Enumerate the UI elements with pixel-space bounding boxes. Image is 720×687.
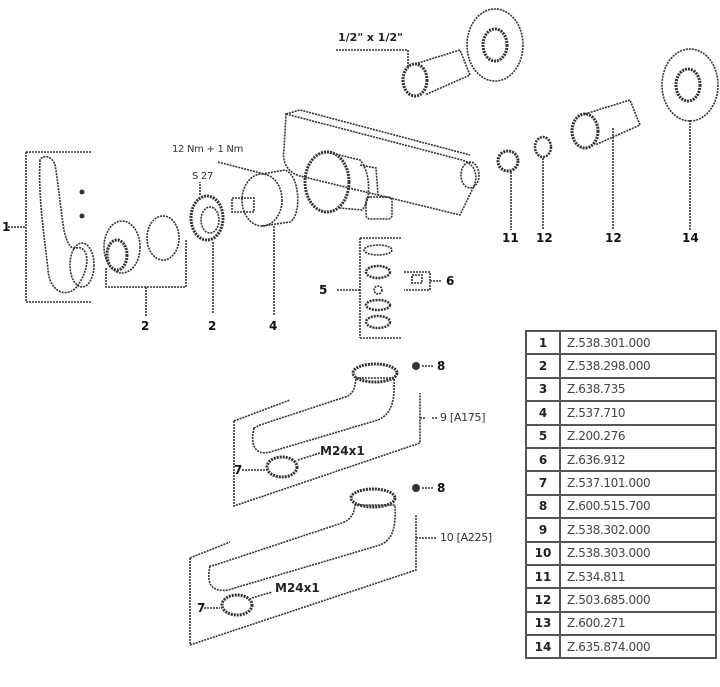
part-position: 13 bbox=[525, 610, 561, 637]
part-position: 6 bbox=[525, 446, 561, 473]
part-code: Z.636.912 bbox=[559, 446, 717, 473]
part-position: 3 bbox=[525, 376, 561, 403]
part-position: 1 bbox=[525, 329, 561, 356]
part-code: Z.600.271 bbox=[559, 610, 717, 637]
part-position: 4 bbox=[525, 400, 561, 426]
part-position: 10 bbox=[525, 540, 561, 566]
right-parts-group bbox=[496, 48, 719, 230]
part-code: Z.538.303.000 bbox=[559, 540, 717, 566]
part-position: 12 bbox=[525, 587, 561, 613]
part-code: Z.538.298.000 bbox=[559, 353, 717, 379]
part-code: Z.538.302.000 bbox=[559, 517, 717, 543]
part-code: Z.537.101.000 bbox=[559, 470, 717, 496]
part-code: Z.600.515.700 bbox=[559, 493, 717, 520]
callout-4: 4 bbox=[269, 319, 278, 333]
spout-a225-part bbox=[189, 484, 436, 647]
callout-2: 2 bbox=[141, 319, 150, 333]
lever-handle-part bbox=[25, 151, 95, 303]
part-code: Z.537.710 bbox=[559, 400, 717, 426]
callout-6: 6 bbox=[446, 274, 455, 288]
callout-12-left: 12 bbox=[536, 231, 553, 245]
part-code: Z.638.735 bbox=[559, 376, 717, 403]
wrench-size-label: S 27 bbox=[192, 171, 214, 182]
part-code: Z.538.301.000 bbox=[559, 329, 717, 356]
callout-1: 1 bbox=[2, 220, 11, 234]
callout-5: 5 bbox=[319, 283, 328, 297]
part-position: 5 bbox=[525, 423, 561, 449]
part-code: Z.534.811 bbox=[559, 563, 717, 590]
nut-s27-part bbox=[189, 182, 225, 314]
callout-3: 2 bbox=[208, 319, 217, 333]
part-code: Z.503.685.000 bbox=[559, 587, 717, 613]
part-position: 7 bbox=[525, 470, 561, 496]
callout-11: 11 bbox=[502, 231, 519, 245]
callout-8-top: 8 bbox=[437, 359, 446, 373]
callout-7-top: 7 bbox=[234, 463, 243, 477]
valve-insert-part bbox=[336, 8, 524, 98]
callout-14: 14 bbox=[682, 231, 699, 245]
torque-label: 12 Nm + 1 Nm bbox=[172, 144, 244, 155]
part-position: 14 bbox=[525, 634, 561, 660]
callout-8-bottom: 8 bbox=[437, 481, 446, 495]
mixer-body-part bbox=[282, 109, 480, 220]
part-position: 2 bbox=[525, 353, 561, 379]
part-position: 11 bbox=[525, 563, 561, 590]
spout-a175-label: 9 [A175] bbox=[440, 411, 486, 424]
part-code: Z.200.276 bbox=[559, 423, 717, 449]
part-position: 8 bbox=[525, 493, 561, 520]
part-position: 9 bbox=[525, 517, 561, 543]
rosette-part bbox=[103, 215, 187, 316]
seal-kit-part bbox=[337, 237, 442, 339]
thread-m24-bottom-label: M24x1 bbox=[275, 581, 320, 595]
spout-a175-part bbox=[233, 362, 433, 508]
thread-m24-top-label: M24x1 bbox=[320, 444, 365, 458]
cartridge-part bbox=[217, 161, 299, 316]
callout-12-right: 12 bbox=[605, 231, 622, 245]
spout-a225-label: 10 [A225] bbox=[440, 531, 492, 544]
part-code: Z.635.874.000 bbox=[559, 634, 717, 660]
thread-spec-label: 1/2" x 1/2" bbox=[338, 31, 403, 44]
callout-7-bottom: 7 bbox=[197, 601, 206, 615]
